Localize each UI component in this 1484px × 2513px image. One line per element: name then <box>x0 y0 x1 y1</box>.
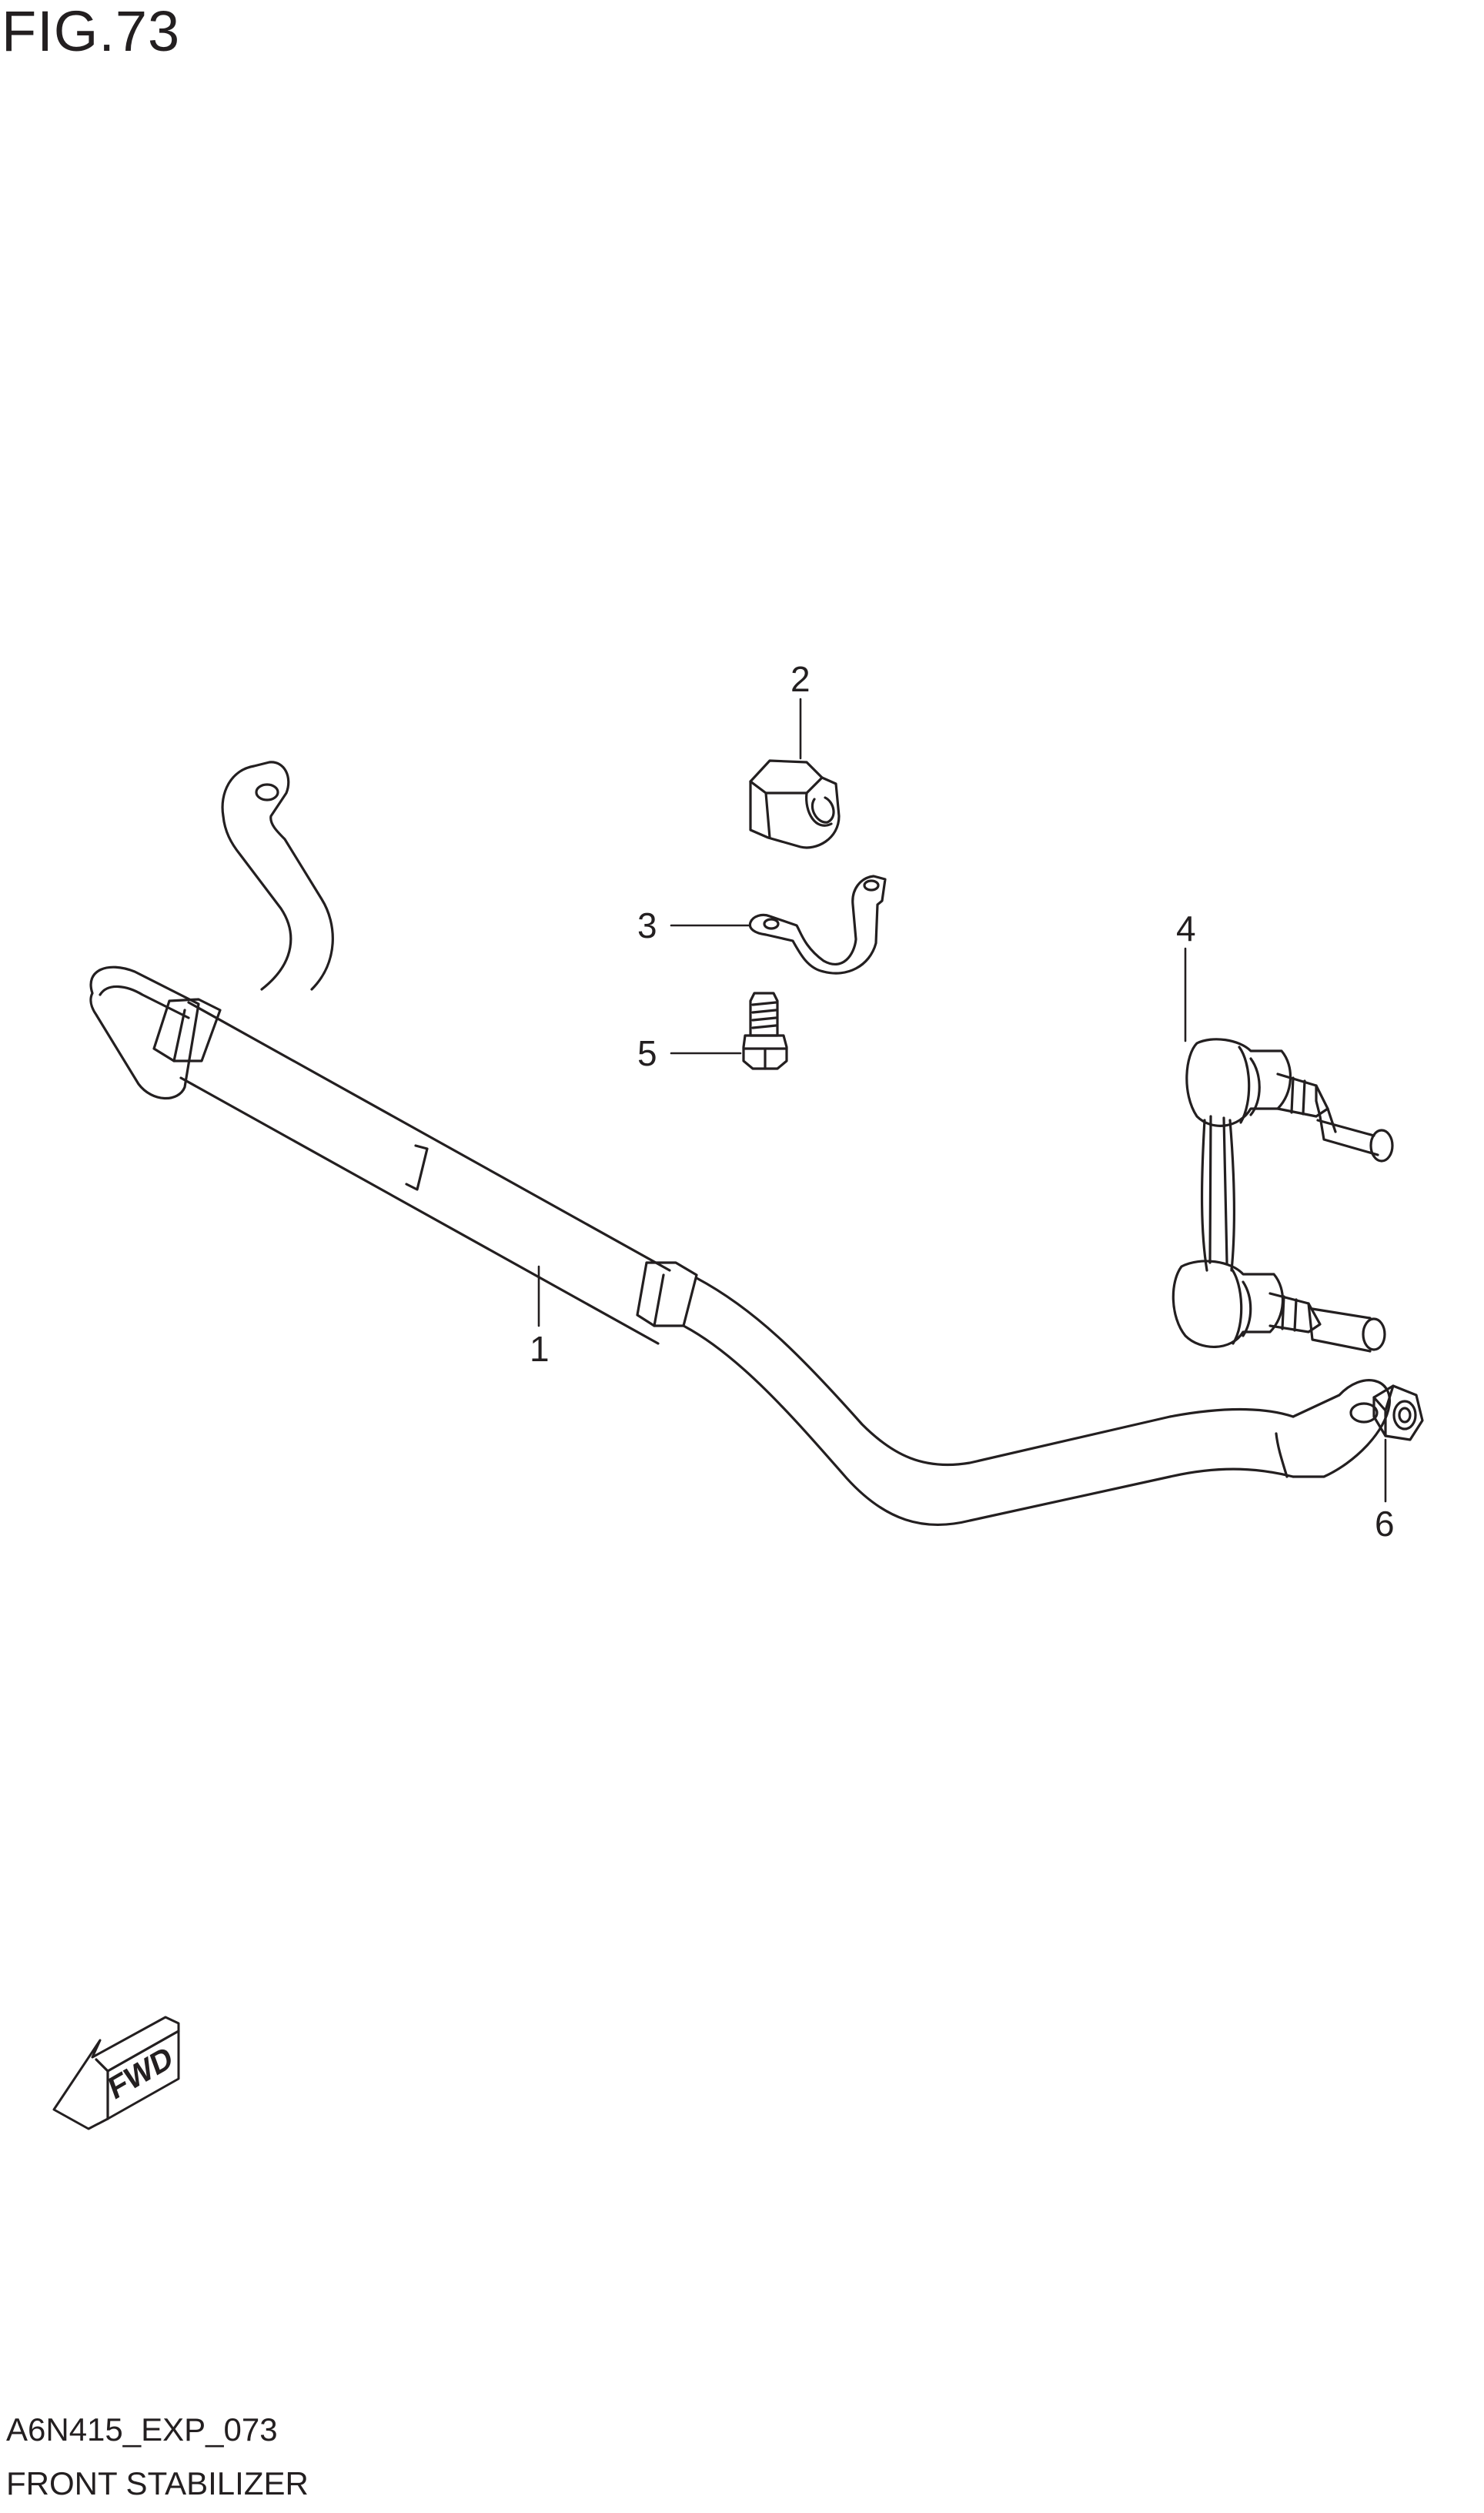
drawing-code: A6N415_EXP_073 <box>6 2411 278 2448</box>
stabilizer-link <box>1171 947 1394 1353</box>
callout-6: 6 <box>1375 1504 1395 1544</box>
stabilizer-bar <box>89 761 1391 1527</box>
figure-title: FIG.73 <box>2 0 181 63</box>
callout-3: 3 <box>637 905 657 945</box>
fwd-arrow-icon: FWD <box>52 2016 180 2130</box>
bushing <box>749 698 841 849</box>
bolt <box>670 992 788 1070</box>
bracket <box>670 875 887 975</box>
lock-nut <box>1372 1384 1424 1503</box>
callout-5: 5 <box>637 1033 657 1073</box>
callout-1: 1 <box>530 1329 550 1369</box>
callout-4: 4 <box>1176 908 1196 949</box>
drawing-name: FRONT STABILIZER <box>6 2465 309 2501</box>
callout-2: 2 <box>790 659 811 699</box>
